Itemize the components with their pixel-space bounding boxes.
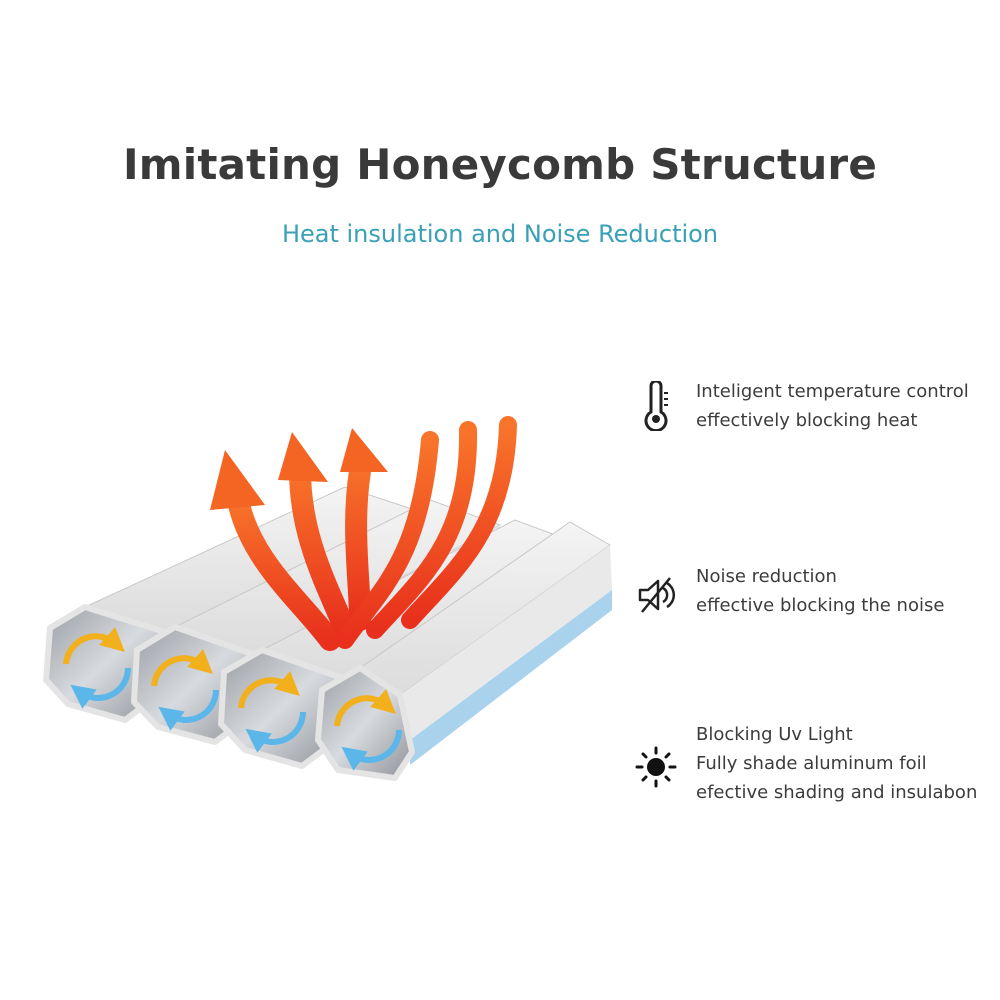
feature-line: Noise reduction bbox=[696, 566, 837, 587]
feature-line: Inteligent temperature control bbox=[696, 381, 969, 402]
honeycomb-illustration bbox=[43, 416, 612, 781]
noise-reduction-icon bbox=[638, 577, 676, 613]
heat-arrow-heads bbox=[210, 428, 388, 510]
feature-line: Blocking Uv Light bbox=[696, 724, 853, 745]
feature-line: Fully shade aluminum foil bbox=[696, 753, 927, 774]
feature-line: effectively blocking heat bbox=[696, 410, 918, 431]
feature-line: efective shading and insulabon bbox=[696, 782, 978, 803]
page-title: Imitating Honeycomb Structure bbox=[122, 140, 878, 189]
heat-wave-arrows bbox=[227, 416, 517, 651]
thermometer-icon bbox=[644, 381, 668, 431]
feature-line: effective blocking the noise bbox=[696, 595, 945, 616]
sun-icon bbox=[635, 746, 677, 788]
page-subtitle: Heat insulation and Noise Reduction bbox=[281, 220, 719, 248]
honeycomb-tube-4 bbox=[315, 521, 612, 781]
